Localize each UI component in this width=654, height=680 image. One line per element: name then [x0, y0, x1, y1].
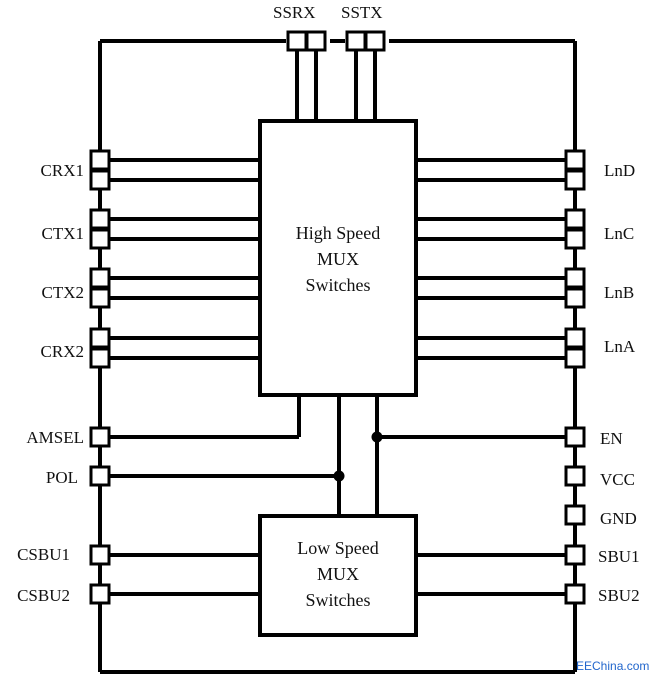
low-speed-wires — [110, 553, 565, 596]
pin-label-amsel: AMSEL — [26, 428, 84, 447]
watermark: EEChina.com — [576, 659, 649, 673]
pin-gnd: GND — [564, 504, 637, 528]
pin-label-en: EN — [600, 429, 623, 448]
ls-block-line3: Switches — [306, 590, 371, 610]
pin-label-crx2: CRX2 — [41, 342, 84, 361]
pin-label-sbu2: SBU2 — [598, 586, 640, 605]
pin-ctx1: CTX1 — [42, 208, 111, 250]
junction-dot-en — [371, 431, 383, 443]
pin-vcc: VCC — [564, 465, 635, 489]
pin-csbu2: CSBU2 — [17, 583, 111, 605]
pin-lna: LnA — [564, 327, 636, 369]
pin-label-pol: POL — [46, 468, 78, 487]
pin-lnd: LnD — [564, 149, 635, 191]
pin-amsel: AMSEL — [26, 426, 111, 448]
pin-lnb: LnB — [564, 267, 634, 309]
pin-crx2: CRX2 — [41, 327, 111, 369]
low-speed-mux-block: Low Speed MUX Switches — [258, 514, 418, 637]
pin-label-lnc: LnC — [604, 224, 634, 243]
pin-crx1: CRX1 — [41, 149, 111, 191]
pin-label-sstx: SSTX — [341, 3, 383, 22]
pin-label-lnd: LnD — [604, 161, 635, 180]
pin-label-sbu1: SBU1 — [598, 547, 640, 566]
pin-ssrx: SSRX — [273, 3, 327, 52]
pin-label-vcc: VCC — [600, 470, 635, 489]
pin-pol: POL — [46, 465, 111, 487]
pin-sbu2: SBU2 — [564, 583, 640, 605]
pin-label-lna: LnA — [604, 337, 636, 356]
right-hs-wires — [416, 158, 565, 360]
hs-block-line1: High Speed — [296, 223, 381, 243]
pin-label-lnb: LnB — [604, 283, 634, 302]
pin-label-csbu1: CSBU1 — [17, 545, 70, 564]
ls-block-line1: Low Speed — [297, 538, 378, 558]
pin-csbu1: CSBU1 — [17, 544, 111, 566]
hs-block-line3: Switches — [306, 275, 371, 295]
pin-label-gnd: GND — [600, 509, 637, 528]
pin-label-ctx2: CTX2 — [42, 283, 85, 302]
pin-label-csbu2: CSBU2 — [17, 586, 70, 605]
hs-block-line2: MUX — [317, 249, 359, 269]
pin-label-ssrx: SSRX — [273, 3, 316, 22]
pin-label-ctx1: CTX1 — [42, 224, 85, 243]
ls-block-line2: MUX — [317, 564, 359, 584]
pin-sstx: SSTX — [341, 3, 386, 52]
pin-ctx2: CTX2 — [42, 267, 111, 309]
top-bus-wires — [295, 50, 377, 121]
pin-label-crx1: CRX1 — [41, 161, 84, 180]
pin-sbu1: SBU1 — [564, 544, 640, 566]
control-wires — [110, 395, 565, 516]
junction-dot-pol — [333, 470, 345, 482]
high-speed-mux-block: High Speed MUX Switches — [258, 119, 418, 397]
pin-lnc: LnC — [564, 208, 634, 250]
pin-en: EN — [564, 426, 623, 448]
left-hs-wires — [110, 158, 260, 360]
